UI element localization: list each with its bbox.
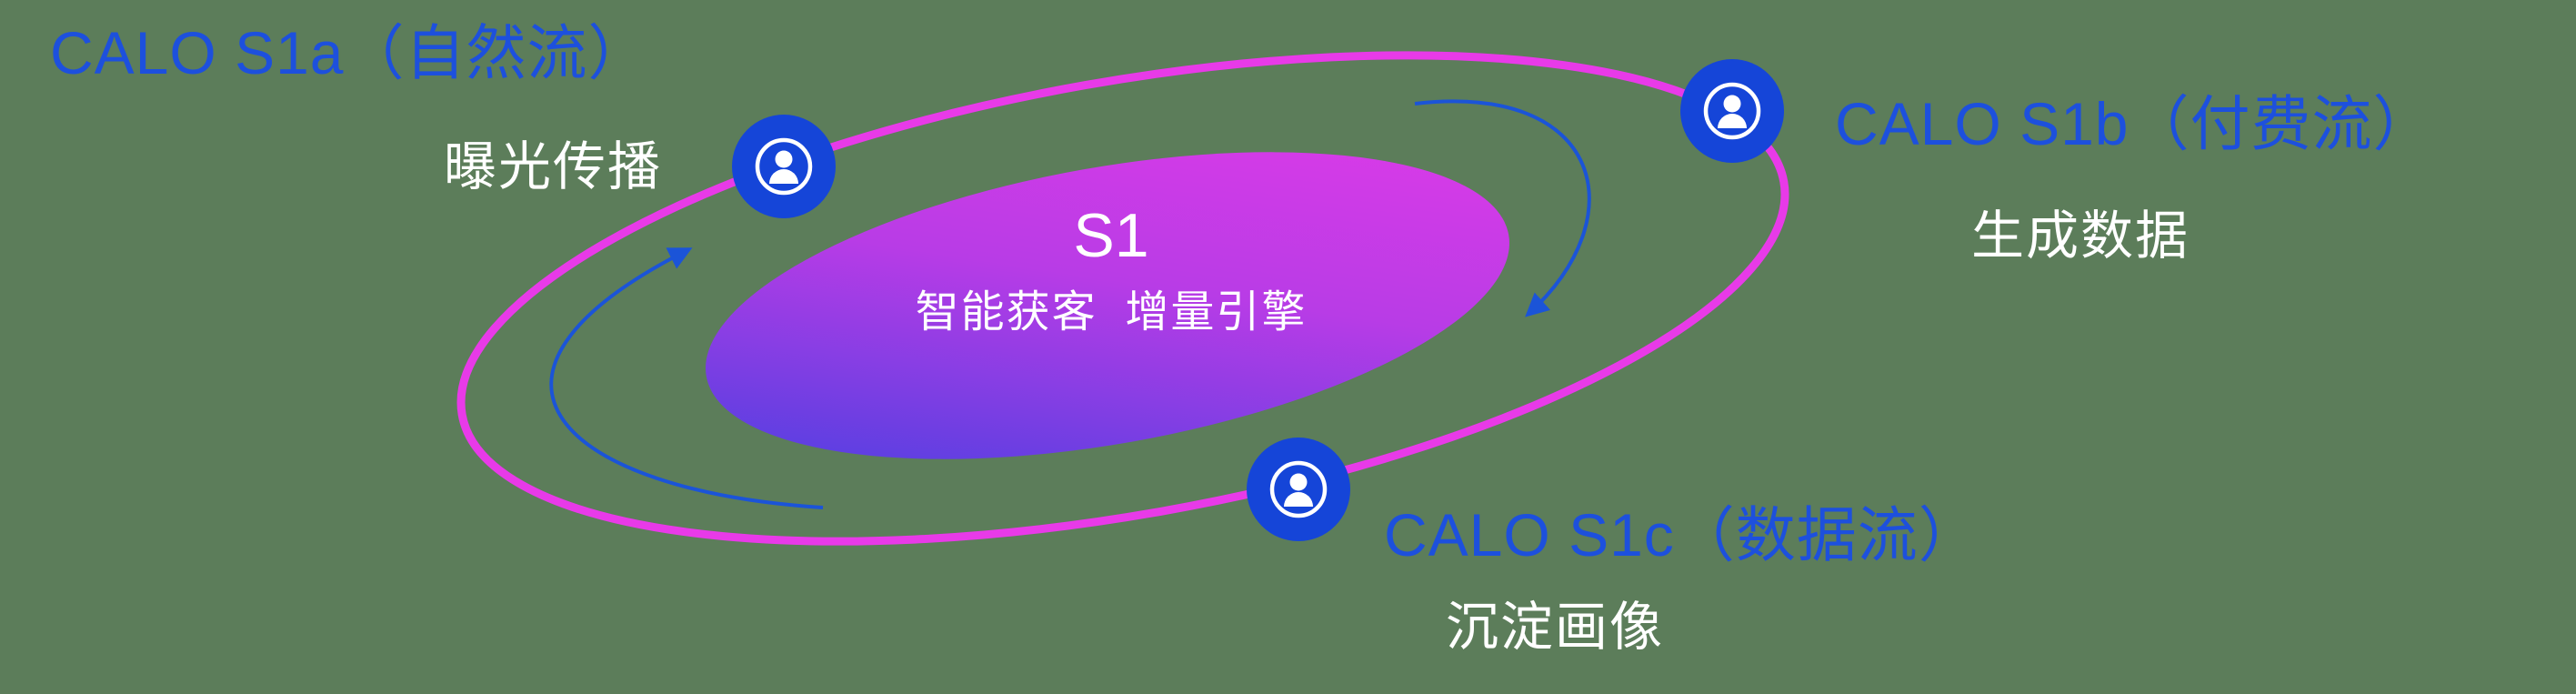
node-s1a-label: CALO S1a（自然流） (50, 19, 649, 86)
core-subtitle: 智能获客 增量引擎 (915, 288, 1308, 337)
node-s1b-label: CALO S1b（付费流） (1835, 90, 2434, 157)
node-s1c-label: CALO S1c（数据流） (1384, 501, 1980, 568)
person-circle-icon (1703, 82, 1761, 140)
orbit-ring (456, 51, 1789, 546)
node-s1b (1680, 59, 1784, 163)
node-s1c (1247, 438, 1350, 541)
node-s1a (732, 115, 836, 218)
core-title: S1 (1073, 201, 1149, 270)
node-s1c-sublabel: 沉淀画像 (1446, 598, 1665, 657)
person-circle-icon (755, 137, 813, 196)
flow-arrow-top-right (1414, 99, 1591, 317)
node-s1a-sublabel: 曝光传播 (444, 137, 663, 196)
core-ellipse (706, 152, 1509, 459)
flow-arrow-left (549, 247, 824, 509)
person-circle-icon (1269, 460, 1328, 518)
node-s1b-sublabel: 生成数据 (1971, 206, 2190, 266)
